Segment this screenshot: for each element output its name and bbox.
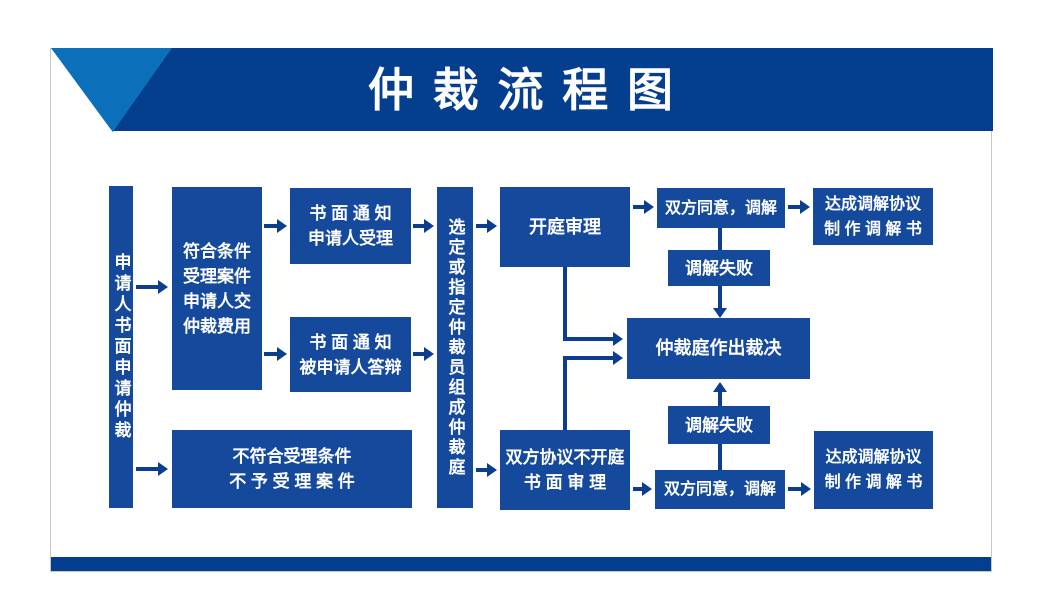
node-hearing: 开庭审理 — [500, 187, 630, 267]
arrow-apply-to-accept — [136, 280, 168, 294]
arrow-notify-respondent-to-tribunal — [413, 347, 434, 361]
node-mediate-bottom-label: 双方同意，调解 — [663, 481, 776, 498]
node-agreement-bottom: 达成调解协议 制 作 调 解 书 — [814, 431, 933, 509]
header-banner: 仲 裁 流 程 图 — [113, 48, 993, 131]
node-agreement-top-line1: 达成调解协议 — [824, 195, 921, 213]
arrow-accept-to-notify-respondent — [264, 347, 287, 361]
node-notify-applicant-line2: 申请人受理 — [308, 229, 393, 248]
node-agreement-top-line2: 制 作 调 解 书 — [824, 220, 922, 238]
page-title: 仲 裁 流 程 图 — [367, 63, 677, 116]
node-award: 仲裁庭作出裁决 — [627, 318, 810, 379]
node-reject: 不符合受理条件 不 予 受 理 案 件 — [172, 430, 412, 508]
node-hearing-label: 开庭审理 — [529, 216, 601, 237]
arrow-tribunal-to-hearing — [476, 219, 497, 233]
node-notify-respondent-line1: 书 面 通 知 — [309, 332, 392, 352]
node-mediation-fail-top-label: 调解失败 — [685, 258, 753, 278]
node-mediate-top: 双方同意，调解 — [657, 188, 785, 228]
node-mediation-fail-top: 调解失败 — [668, 250, 770, 286]
node-accept-line2: 受理案件 — [183, 266, 251, 286]
arrow-accept-to-notify-applicant — [264, 219, 287, 233]
line-mediate-top-to-fail-top — [718, 228, 722, 250]
node-reject-line2: 不 予 受 理 案 件 — [229, 472, 355, 491]
node-apply: 申请人书面申请仲裁 — [109, 186, 133, 508]
node-accept-line1: 符合条件 — [183, 241, 251, 261]
footer-bar — [51, 557, 991, 571]
arrow-tribunal-to-written-review — [476, 463, 497, 477]
arrow-mediate-bottom-to-agreement-bottom — [788, 482, 811, 496]
arrow-notify-applicant-to-tribunal — [413, 219, 434, 233]
elbow-hearing-vertical — [563, 267, 567, 341]
arrow-apply-to-reject — [136, 462, 168, 476]
node-notify-respondent: 书 面 通 知 被申请人答辩 — [290, 317, 411, 392]
node-agreement-top: 达成调解协议 制 作 调 解 书 — [813, 188, 933, 245]
node-accept-line4: 仲裁费用 — [183, 316, 251, 336]
arrow-written-review-to-mediate-bottom — [633, 482, 652, 496]
node-written-review: 双方协议不开庭 书 面 审 理 — [500, 430, 630, 510]
node-mediation-fail-bottom: 调解失败 — [668, 406, 770, 444]
node-agreement-bottom-line2: 制 作 调 解 书 — [824, 474, 923, 491]
arrow-fail-top-to-award — [713, 286, 727, 318]
node-mediate-bottom: 双方同意，调解 — [655, 470, 785, 509]
arrow-written-review-to-award — [563, 351, 623, 365]
node-mediation-fail-bottom-label: 调解失败 — [685, 415, 753, 435]
node-accept-line3: 申请人交 — [183, 291, 251, 311]
node-written-review-line1: 双方协议不开庭 — [505, 448, 625, 467]
node-award-label: 仲裁庭作出裁决 — [655, 338, 782, 358]
node-mediate-top-label: 双方同意，调解 — [664, 199, 777, 217]
node-notify-applicant-line1: 书 面 通 知 — [309, 204, 392, 223]
node-apply-label: 申请人书面申请仲裁 — [111, 252, 131, 442]
node-tribunal: 选定或指定仲裁员组成仲裁庭 — [437, 187, 473, 508]
node-reject-line1: 不符合受理条件 — [232, 447, 352, 466]
arrow-hearing-to-award — [563, 332, 623, 346]
node-tribunal-label: 选定或指定仲裁员组成仲裁庭 — [445, 217, 465, 478]
arrow-fail-bottom-to-award — [713, 382, 727, 406]
line-mediate-bottom-to-fail-bottom — [718, 444, 722, 470]
arrow-hearing-to-mediate-top — [633, 200, 654, 214]
node-agreement-bottom-line1: 达成调解协议 — [825, 449, 922, 466]
node-written-review-line2: 书 面 审 理 — [523, 473, 607, 492]
node-notify-respondent-line2: 被申请人答辩 — [299, 357, 402, 377]
node-notify-applicant: 书 面 通 知 申请人受理 — [290, 188, 411, 264]
node-accept: 符合条件 受理案件 申请人交 仲裁费用 — [172, 187, 262, 390]
arrow-mediate-top-to-agreement-top — [788, 200, 810, 214]
elbow-written-review-vertical — [563, 356, 567, 430]
